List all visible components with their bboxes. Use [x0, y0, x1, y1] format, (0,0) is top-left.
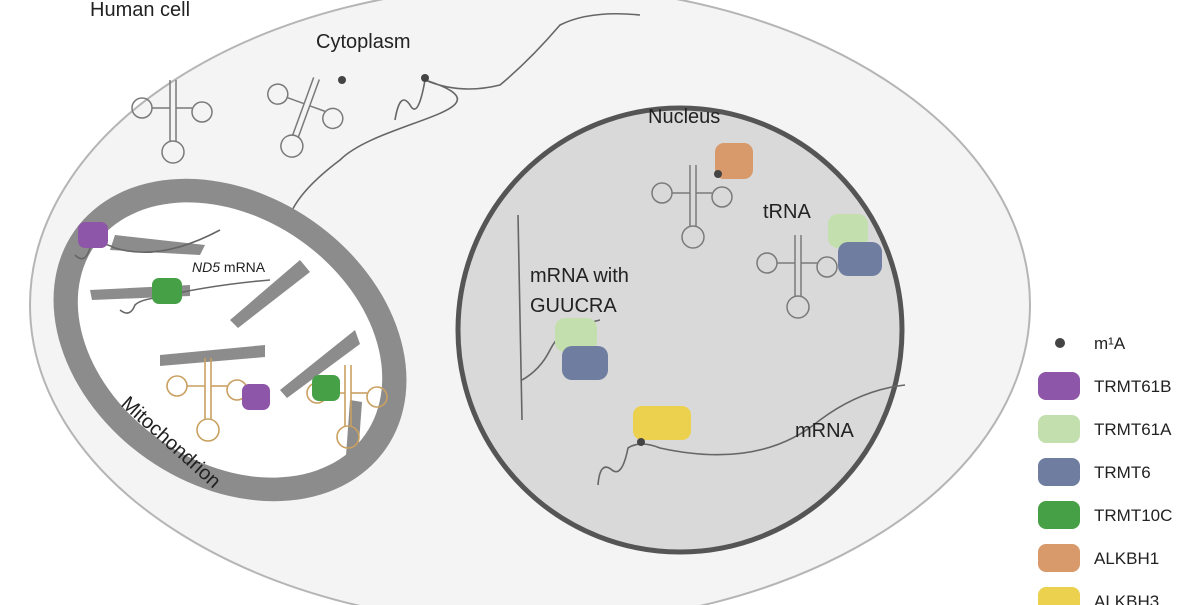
nucleus-trmt61a-enzyme-2: [555, 318, 597, 352]
nucleus-mrna: [597, 384, 906, 486]
nucleus-envelope: [455, 105, 905, 555]
cytoplasm-label: Cytoplasm: [316, 31, 410, 53]
legend-label-trmt61b: TRMT61B: [1094, 377, 1171, 396]
legend-label-alkbh1: ALKBH1: [1094, 549, 1159, 568]
nucleus-trmt61a-enzyme-1: [828, 214, 868, 248]
m1a-dot-nuc-1: [714, 170, 722, 178]
m1a-dot-cyto-2: [421, 74, 429, 82]
legend-item-alkbh3: ALKBH3: [1038, 587, 1159, 605]
legend-item-trmt61a: TRMT61A: [1038, 415, 1172, 443]
legend-swatch-m1a-dot: [1055, 338, 1065, 348]
legend-item-m1a-dot: m¹A: [1055, 334, 1126, 353]
legend-label-trmt61a: TRMT61A: [1094, 420, 1172, 439]
mito-crista-5: [280, 330, 360, 398]
nd5-label: ND5 mRNA: [192, 259, 266, 275]
legend-swatch-trmt10c: [1038, 501, 1080, 529]
human-cell-label: Human cell: [90, 0, 190, 21]
mito-crista-3: [230, 260, 310, 328]
mito-crista-1: [110, 235, 205, 255]
mrna-with-label: mRNA with: [530, 265, 629, 287]
legend-swatch-trmt6: [1038, 458, 1080, 486]
legend-swatch-trmt61a: [1038, 415, 1080, 443]
legend-swatch-trmt61b: [1038, 372, 1080, 400]
mito-crista-4: [160, 345, 265, 366]
m1a-dot-nuc-2: [637, 438, 645, 446]
mito-trmt10c-enzyme-2: [312, 375, 340, 401]
nucleus-trmt6-enzyme-1: [838, 242, 882, 276]
mito-trmt10c-enzyme-1: [152, 278, 182, 304]
legend-item-trmt6: TRMT6: [1038, 458, 1151, 486]
mrna-label: mRNA: [795, 420, 855, 442]
legend-label-m1a-dot: m¹A: [1094, 334, 1126, 353]
guucra-label: GUUCRA: [530, 295, 617, 317]
legend-label-alkbh3: ALKBH3: [1094, 592, 1159, 605]
legend-item-trmt10c: TRMT10C: [1038, 501, 1172, 529]
nucleus-alkbh3-enzyme: [633, 406, 691, 440]
legend-label-trmt10c: TRMT10C: [1094, 506, 1172, 525]
mito-trmt61b-enzyme-1: [78, 222, 108, 248]
mito-trmt61b-enzyme-2: [242, 384, 270, 410]
trna-label: tRNA: [763, 201, 811, 223]
m1a-dot-cyto-1: [338, 76, 346, 84]
cytoplasm-mrna: [289, 13, 641, 216]
legend-item-trmt61b: TRMT61B: [1038, 372, 1171, 400]
mito-nd5-mrna: [119, 279, 271, 314]
legend-item-alkbh1: ALKBH1: [1038, 544, 1159, 572]
nucleus-label: Nucleus: [648, 106, 720, 128]
legend-swatch-alkbh3: [1038, 587, 1080, 605]
nucleus-alkbh1-enzyme: [715, 143, 753, 179]
nucleus-trmt6-enzyme-2: [562, 346, 608, 380]
legend-swatch-alkbh1: [1038, 544, 1080, 572]
mito-crista-6: [345, 400, 362, 470]
legend-label-trmt6: TRMT6: [1094, 463, 1151, 482]
